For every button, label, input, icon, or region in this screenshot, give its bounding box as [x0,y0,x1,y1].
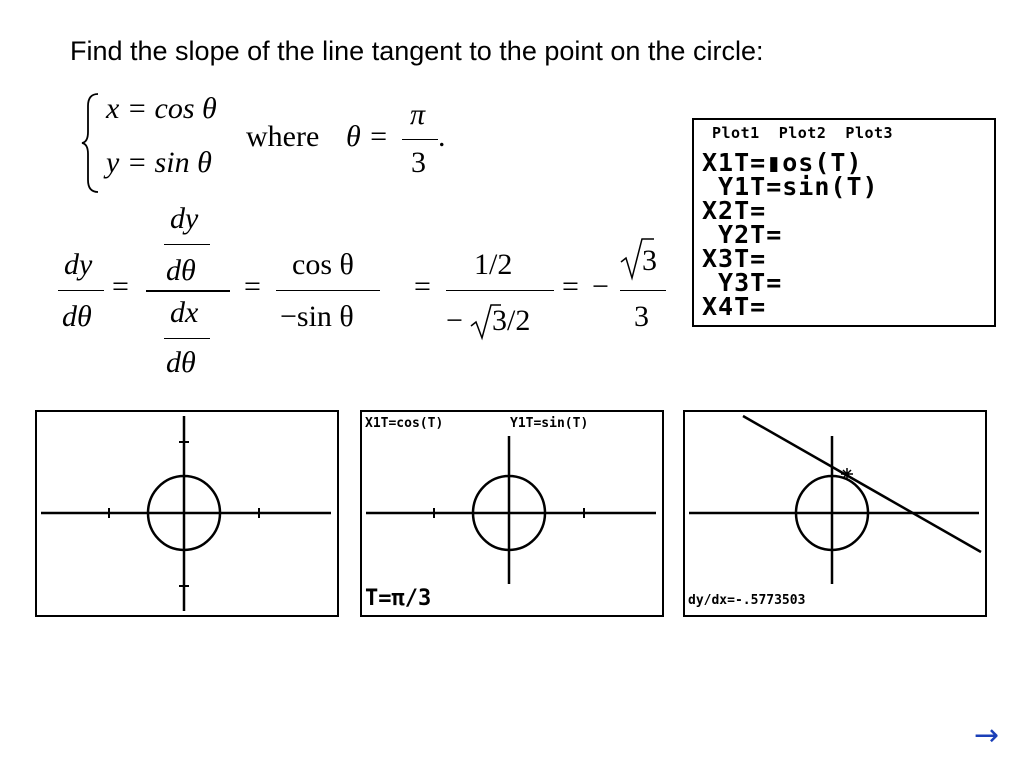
where-label: where [246,120,320,153]
fraction-bar [164,244,210,246]
fraction-bar [164,338,210,340]
negative-sign: − [592,270,609,303]
neg-sin-theta-denominator: −sin θ [280,300,354,333]
derivative-result: dy/dx=-.5773503 [688,593,806,608]
pi-numerator: π [410,98,426,131]
graph-trace: X1T=cos(T) Y1T=sin(T) T=π/3 [360,410,664,617]
left-brace-icon [81,93,99,193]
dy-numerator: dy [64,248,93,281]
editor-line-x1t: X1T=▮os(T) [702,148,863,177]
three-denominator: 3 [411,146,426,179]
unit-circle [794,474,870,552]
fraction-bar [58,290,104,292]
graph-tangent: dy/dx=-.5773503 [683,410,987,617]
equation-y: y = sin θ [106,146,212,179]
page-title: Find the slope of the line tangent to th… [70,36,764,66]
x1t-label: X1T=cos(T) [365,416,444,431]
dtheta-denominator: dθ [62,300,92,333]
editor-line-y3t: Y3T= [702,268,783,297]
editor-line-y2t: Y2T= [702,220,783,249]
equals-sign: = [562,270,579,303]
dx-numerator: dx [170,296,199,329]
sqrt3-numerator: 3 [642,244,657,277]
editor-line-y1t: Y1T=sin(T) [702,172,879,201]
half-numerator: 1/2 [474,248,513,281]
equation-x: x = cos θ [106,92,217,125]
editor-line-x2t: X2T= [702,196,767,225]
graph-tangent-plot [689,414,982,584]
fraction-bar [276,290,380,292]
unit-circle [146,474,222,552]
equals-sign: = [244,270,261,303]
t-value-label: T=π/3 [365,586,432,611]
calculator-y-editor: Plot1 Plot2 Plot3 X1T=▮os(T) Y1T=sin(T) … [692,118,996,327]
tangent-line [742,414,982,554]
dtheta-denominator: dθ [166,346,196,379]
fraction-bar [446,290,554,292]
equals-sign: = [112,270,129,303]
cos-theta-numerator: cos θ [292,248,354,281]
sqrt3-over-2: 3/2 [492,304,531,337]
trace-cursor-icon [841,468,853,480]
fraction-bar [620,290,666,292]
theta-equals: θ = [346,120,389,153]
plot-header: Plot1 Plot2 Plot3 [712,124,894,142]
next-slide-button[interactable]: → [974,718,1000,753]
graph-trace-plot [366,436,656,584]
fraction-bar [402,139,438,141]
period: . [438,120,446,153]
negative-sign: − [446,304,463,337]
equals-sign: = [414,270,431,303]
square-root-icon [470,304,501,341]
dtheta-denominator: dθ [166,254,196,287]
dy-numerator: dy [170,202,199,235]
three-denominator: 3 [634,300,649,333]
unit-circle [471,474,547,552]
y1t-label: Y1T=sin(T) [510,416,589,431]
main-fraction-bar [146,290,230,292]
square-root-icon [620,238,654,281]
editor-line-x4t: X4T= [702,292,767,321]
editor-line-x3t: X3T= [702,244,767,273]
graph-circle-plot [41,416,331,611]
graph-circle [35,410,339,617]
